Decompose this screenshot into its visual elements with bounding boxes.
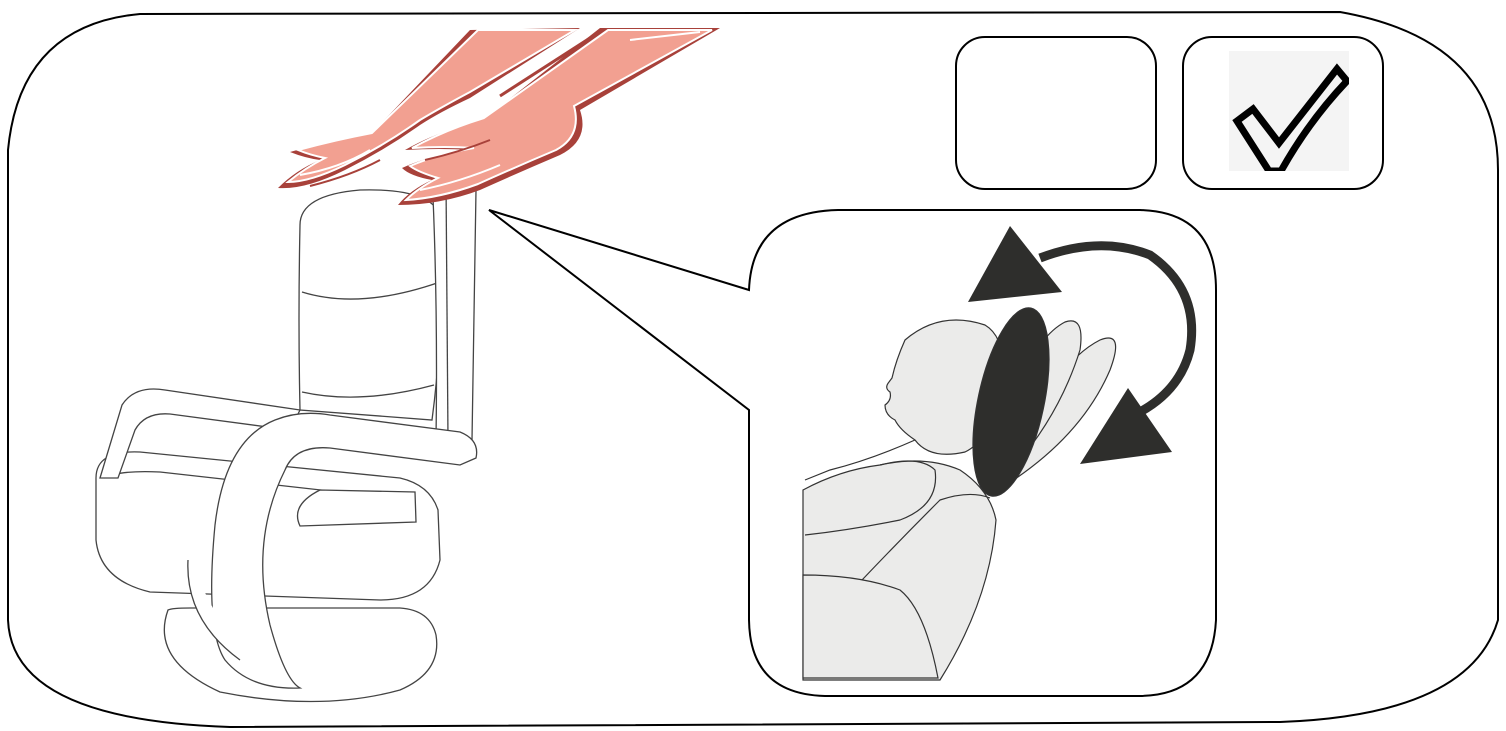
check-icon bbox=[1229, 51, 1349, 171]
option-box-check[interactable] bbox=[1182, 36, 1384, 190]
option-box-empty[interactable] bbox=[955, 36, 1157, 190]
